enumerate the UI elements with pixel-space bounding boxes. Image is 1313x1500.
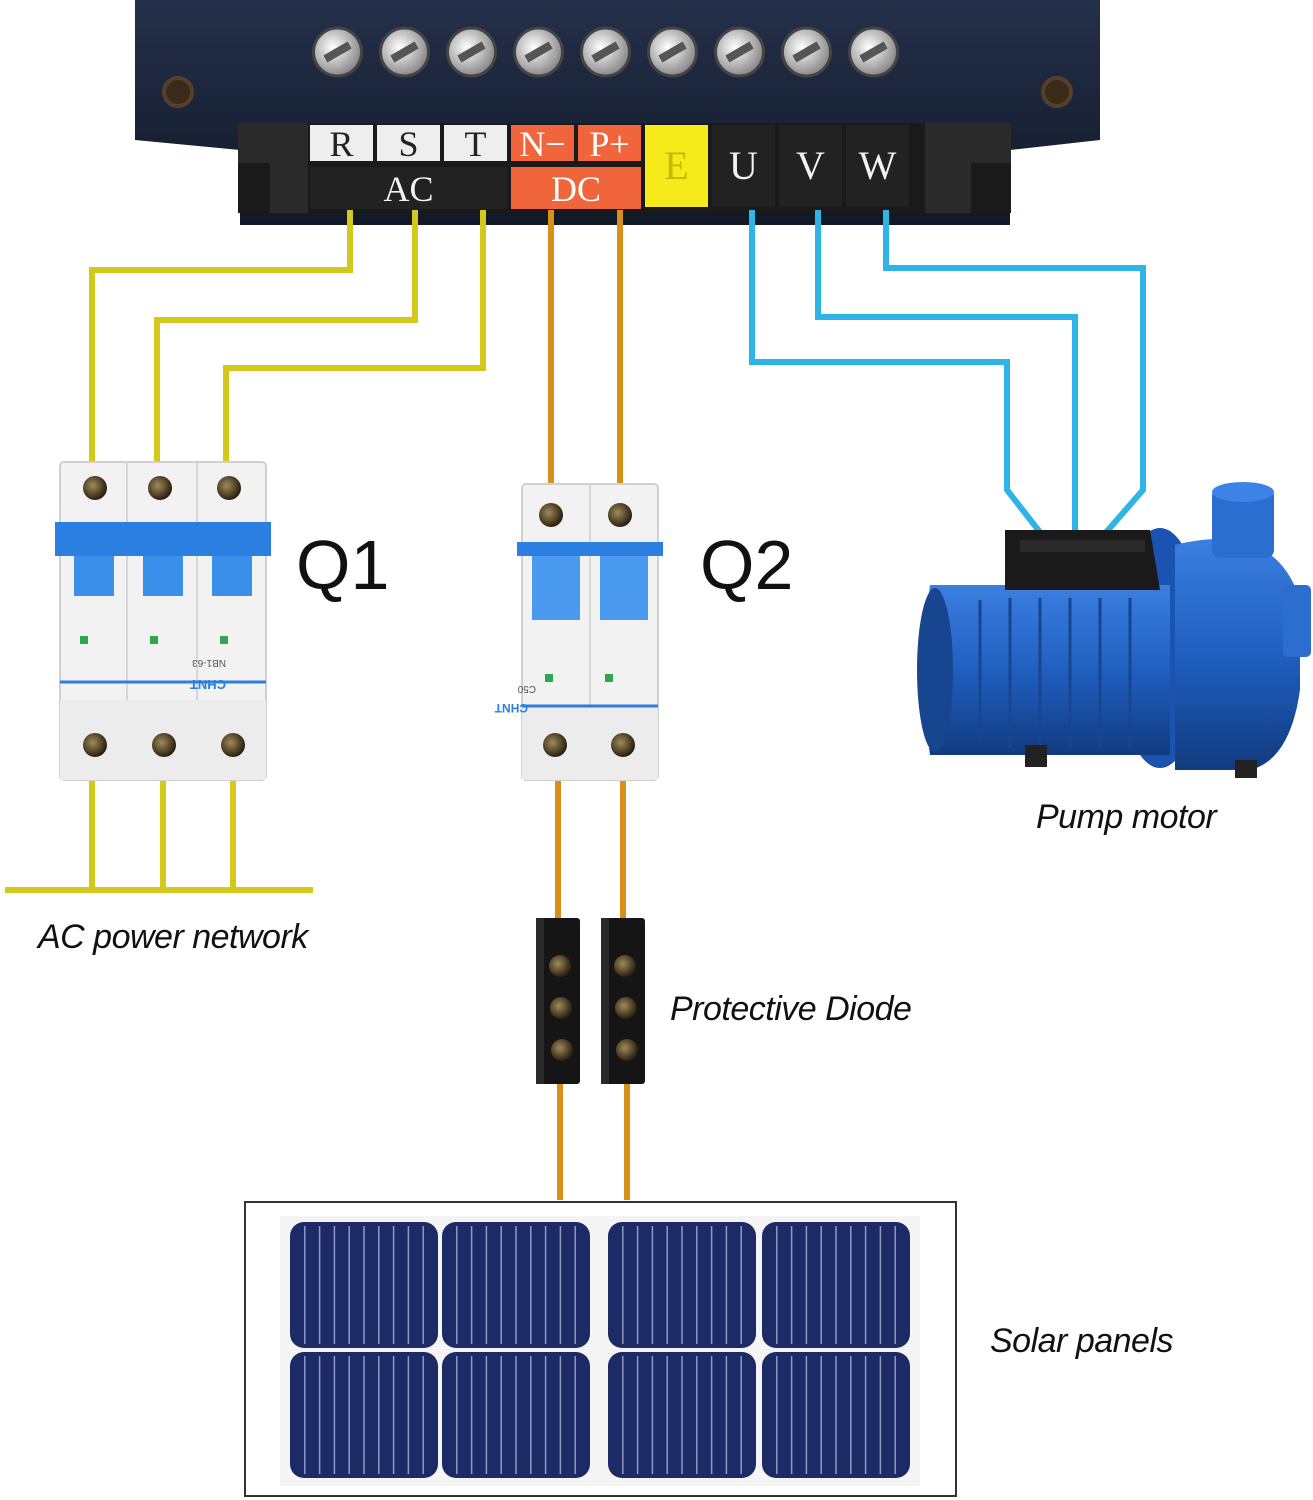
terminal-label-t: T xyxy=(465,124,487,164)
protective-diode-label: Protective Diode xyxy=(670,990,912,1028)
mounting-hole-left xyxy=(162,76,194,108)
wire-s xyxy=(154,210,418,480)
motor-wires xyxy=(749,210,1146,547)
terminal-screw-slot xyxy=(859,41,888,63)
q2-rating: C50 xyxy=(517,683,536,694)
pump-motor-label: Pump motor xyxy=(1036,798,1217,836)
terminal-tab-lower-right xyxy=(925,163,971,213)
wire-r xyxy=(89,210,353,480)
terminal-cell xyxy=(712,125,775,207)
terminal-screw-slot xyxy=(390,41,419,63)
terminal-cell xyxy=(779,125,842,207)
mounting-hole-right xyxy=(1041,76,1073,108)
q2-bottom-screws xyxy=(543,733,635,757)
q1-bottom-screws xyxy=(83,733,245,757)
terminal-label-v: V xyxy=(796,143,825,188)
q1-handle-2 xyxy=(143,556,183,596)
terminal-label-pp: P+ xyxy=(589,124,629,164)
wire-t xyxy=(223,210,486,480)
terminal-label-e: E xyxy=(664,143,688,188)
wire-v xyxy=(815,210,1078,545)
q1-model: NB1-63 xyxy=(192,657,226,668)
terminal-label-u: U xyxy=(729,143,758,188)
q2-handle-2 xyxy=(600,556,648,620)
breaker-q1: CHNT NB1-63 xyxy=(55,461,271,781)
q1-handle-3 xyxy=(212,556,252,596)
solar-panel-icon xyxy=(244,1201,957,1497)
q2-label: Q2 xyxy=(700,526,794,604)
q1-brand: CHNT xyxy=(190,677,226,692)
terminal-tab-lower-left xyxy=(270,163,308,213)
ac-network-label: AC power network xyxy=(38,918,308,956)
terminal-screw-slot xyxy=(591,41,620,63)
diode-right xyxy=(601,918,645,1084)
terminal-cell xyxy=(377,125,440,161)
terminal-screw-slot xyxy=(725,41,754,63)
ac-group-cell xyxy=(310,167,507,209)
terminal-cell xyxy=(444,125,507,161)
terminal-screws xyxy=(312,26,899,78)
q2-brand: CHNT xyxy=(494,701,528,715)
solar-panels-label: Solar panels xyxy=(990,1322,1174,1360)
diode-left xyxy=(536,918,580,1084)
terminal-label-r: R xyxy=(329,124,353,164)
terminal-label-nn: N− xyxy=(519,124,565,164)
terminal-tab-left xyxy=(238,123,308,163)
dc-group-label: DC xyxy=(551,169,601,209)
terminal-screw-slot xyxy=(323,41,352,63)
terminal-screw-slot xyxy=(457,41,486,63)
diode-module-icon xyxy=(536,918,645,1084)
terminal-cell xyxy=(846,125,909,207)
wire-u xyxy=(749,210,1053,547)
terminal-cell xyxy=(511,125,574,161)
terminal-cell xyxy=(310,125,373,161)
terminal-screw-slot xyxy=(658,41,687,63)
terminal-cell xyxy=(578,125,641,161)
pump-motor-icon xyxy=(917,482,1311,778)
solar-cells xyxy=(290,1222,910,1478)
terminal-cell xyxy=(645,125,708,207)
q1-label: Q1 xyxy=(296,526,390,604)
terminal-screw-slot xyxy=(524,41,553,63)
ac-group-label: AC xyxy=(383,169,433,209)
terminal-label-w: W xyxy=(859,143,897,188)
q2-handle-1 xyxy=(532,556,580,620)
dc-group-cell xyxy=(511,167,641,209)
breaker-q2: CHNT C50 xyxy=(494,483,663,781)
q1-top-screws xyxy=(83,476,241,500)
terminal-tab-right xyxy=(925,123,1011,163)
wire-w xyxy=(883,210,1146,547)
q1-handle-1 xyxy=(74,556,114,596)
terminal-screw-slot xyxy=(792,41,821,63)
q2-top-screws xyxy=(539,503,632,527)
terminal-label-s: S xyxy=(398,124,418,164)
